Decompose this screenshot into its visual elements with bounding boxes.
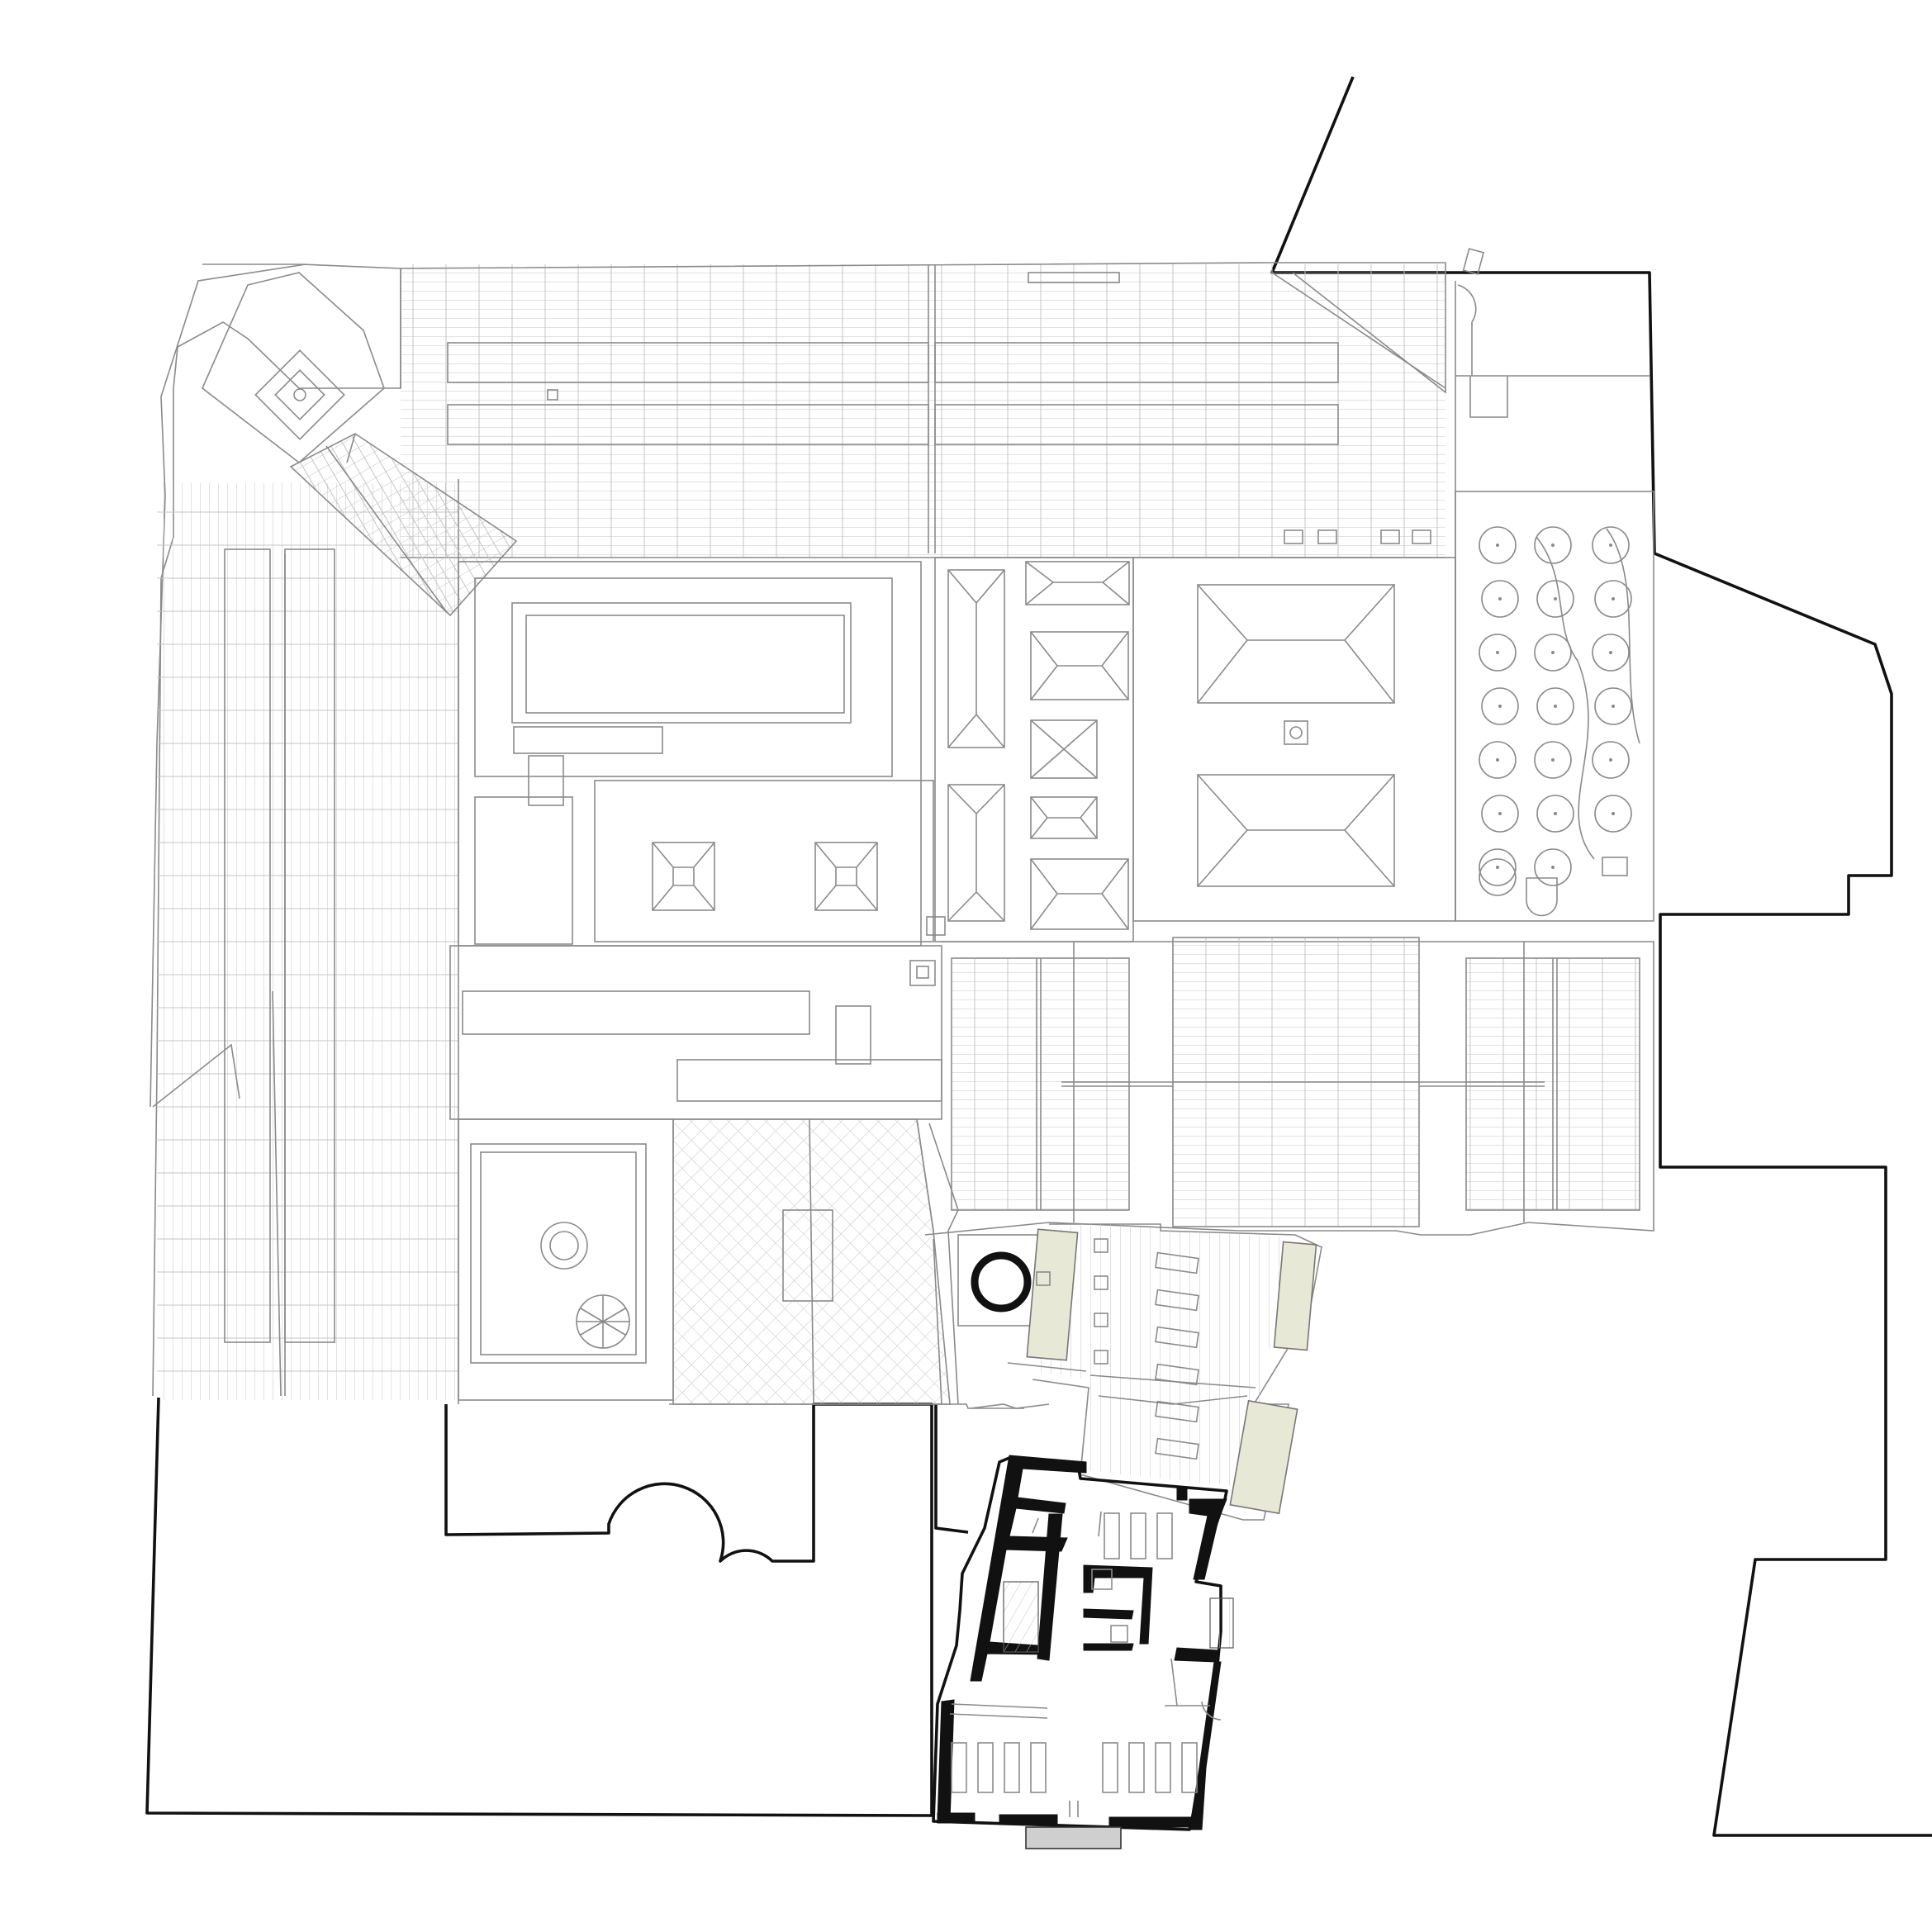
west-skylight-1 (224, 548, 271, 1343)
hip-roof-small-1 (652, 842, 715, 911)
east-pavilions (1132, 557, 1456, 922)
southwest-courtyard (458, 1118, 674, 1401)
bed (1155, 1742, 1171, 1793)
stair (513, 726, 663, 754)
northeast-diagonal-boundary (1270, 76, 1932, 1837)
tree (1536, 580, 1574, 618)
pavilion-roof-2 (1197, 774, 1395, 887)
entrance-step (1025, 1826, 1122, 1849)
tree (1534, 741, 1572, 779)
bed (1155, 1326, 1199, 1349)
bed (1094, 1313, 1108, 1327)
green-roof-1 (1026, 1228, 1079, 1361)
new-building-roof (970, 1222, 1322, 1521)
tree (1481, 795, 1519, 833)
tree (1479, 634, 1517, 672)
tree (1592, 634, 1630, 672)
orchard (1455, 281, 1654, 922)
bed (1104, 1512, 1120, 1559)
green-roof-2 (1273, 1241, 1317, 1351)
dormitory-bed-group (951, 1742, 1198, 1793)
bed (1030, 1742, 1047, 1793)
west-roof (150, 263, 518, 1404)
tree (1479, 526, 1517, 564)
green-roof-3 (1229, 1399, 1298, 1515)
bed (1155, 1289, 1199, 1312)
bed (1155, 1363, 1199, 1386)
tree (1479, 848, 1517, 886)
tree-grid (1479, 526, 1632, 896)
middle-hip-roofs (934, 557, 1134, 942)
courtyard-1 (474, 577, 893, 777)
bed (1094, 1238, 1108, 1253)
tree (1592, 741, 1630, 779)
tree (1594, 795, 1632, 833)
tree (1534, 526, 1572, 564)
southwest-neighbour-block (145, 1397, 933, 1817)
long-skylight (462, 990, 810, 1035)
tree (1536, 687, 1574, 725)
tree (1534, 634, 1572, 672)
bed (977, 1742, 994, 1793)
south-middle-neighbour (934, 1404, 969, 1534)
courtyard-2 (594, 780, 934, 942)
bed (1094, 1350, 1108, 1365)
tree (1479, 741, 1517, 779)
south-middle-block (449, 945, 942, 1120)
roof-bed-group (1094, 1238, 1199, 1460)
tree (1594, 687, 1632, 725)
east-shed-roofs (924, 937, 1654, 1236)
diagonal-gable-roof (289, 433, 518, 617)
tree (1481, 580, 1519, 618)
bed (951, 1742, 967, 1793)
neighbour-outlines (145, 76, 1932, 1837)
stair-core (1003, 1581, 1039, 1653)
bed (1094, 1275, 1108, 1290)
central-block (458, 561, 946, 947)
bed (1128, 1742, 1145, 1793)
tree (1592, 526, 1630, 564)
pavilion-roof-1 (1197, 584, 1395, 704)
bed (1155, 1437, 1199, 1460)
bed (1102, 1742, 1118, 1793)
bed (1155, 1400, 1199, 1423)
bed (1181, 1742, 1198, 1793)
tree (1481, 687, 1519, 725)
bed (1130, 1512, 1146, 1559)
north-roof (400, 248, 1485, 558)
tower-spire (254, 349, 345, 440)
tree (1536, 795, 1574, 833)
tree (1479, 858, 1517, 896)
bed (1156, 1512, 1173, 1559)
room-bed-group (1104, 1512, 1173, 1559)
new-building-plan (932, 1455, 1234, 1849)
tree (1594, 580, 1632, 618)
fountain (540, 1222, 588, 1270)
bed (1155, 1251, 1199, 1275)
tree (1534, 848, 1572, 886)
hip-roof-small-2 (814, 842, 878, 911)
bed (1004, 1742, 1020, 1793)
crosshatch-roof (669, 1118, 1024, 1409)
